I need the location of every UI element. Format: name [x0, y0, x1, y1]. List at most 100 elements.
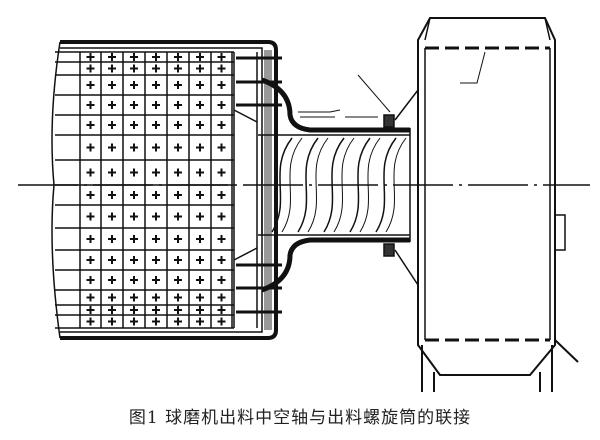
plus-mark: [130, 168, 138, 177]
connecting-chute: [383, 89, 419, 286]
plus-mark: [152, 168, 160, 177]
plus-mark: [217, 101, 226, 109]
plus-mark: [174, 306, 182, 314]
plus-mark: [217, 293, 226, 302]
plus-mark: [130, 64, 138, 73]
plus-mark: [108, 81, 116, 89]
plus-mark: [152, 81, 160, 89]
plus-mark: [217, 306, 226, 314]
plus-mark: [196, 81, 204, 89]
figure-caption: 图1 球磨机出料中空轴与出料螺旋筒的联接: [128, 408, 472, 428]
plus-mark: [152, 235, 160, 243]
plus-mark: [174, 293, 182, 302]
plus-mark: [130, 276, 138, 284]
plus-mark: [217, 276, 226, 284]
plus-mark: [108, 143, 116, 152]
plus-mark: [86, 235, 95, 243]
plus-mark: [152, 256, 160, 264]
plus-mark: [152, 53, 160, 61]
plus-mark: [196, 212, 204, 221]
plus-mark: [152, 191, 160, 199]
plus-mark: [196, 191, 204, 199]
plus-mark: [196, 121, 204, 129]
plus-mark: [86, 143, 95, 152]
plus-mark: [86, 53, 95, 61]
plus-mark: [196, 256, 204, 264]
plus-mark: [217, 235, 226, 243]
plus-mark: [196, 317, 204, 326]
plus-mark: [86, 293, 95, 302]
plus-mark: [152, 317, 160, 326]
plus-mark: [174, 143, 182, 152]
plus-mark: [130, 317, 138, 326]
mill-shell: [51, 40, 278, 340]
plus-mark: [174, 317, 182, 326]
plus-mark: [174, 53, 182, 61]
plus-mark: [217, 64, 226, 73]
plus-mark: [196, 168, 204, 177]
plus-mark: [108, 317, 116, 326]
plus-mark: [152, 212, 160, 221]
plus-mark: [86, 101, 95, 109]
plus-mark: [108, 306, 116, 314]
plus-mark: [108, 191, 116, 199]
plus-mark: [174, 81, 182, 89]
plus-mark: [196, 101, 204, 109]
plus-mark: [130, 143, 138, 152]
plus-mark: [86, 81, 95, 89]
plus-mark: [108, 101, 116, 109]
plus-mark: [217, 81, 226, 89]
plus-mark: [174, 191, 182, 199]
plus-mark: [130, 53, 138, 61]
plus-mark: [196, 64, 204, 73]
liner-grid: [55, 51, 234, 329]
plus-mark: [86, 191, 95, 199]
plus-mark: [86, 212, 95, 221]
plus-mark: [196, 276, 204, 284]
plus-mark: [108, 293, 116, 302]
plus-mark: [152, 276, 160, 284]
plus-mark: [174, 235, 182, 243]
discharge-vessel: [417, 17, 579, 392]
plus-mark: [174, 168, 182, 177]
plus-mark: [86, 317, 95, 326]
plus-mark: [130, 101, 138, 109]
plus-mark: [152, 64, 160, 73]
plus-mark: [86, 276, 95, 284]
plus-mark: [86, 64, 95, 73]
plus-mark: [108, 64, 116, 73]
plus-mark: [174, 64, 182, 73]
plus-mark: [217, 191, 226, 199]
plus-mark: [108, 235, 116, 243]
plus-mark: [217, 256, 226, 264]
screw-flight: [297, 137, 319, 233]
plus-mark: [174, 276, 182, 284]
plus-mark: [130, 191, 138, 199]
plus-mark: [152, 306, 160, 314]
plus-mark: [108, 276, 116, 284]
plus-mark: [217, 168, 226, 177]
plus-mark: [152, 143, 160, 152]
plus-mark: [86, 121, 95, 129]
plus-mark: [196, 235, 204, 243]
plus-mark: [174, 121, 182, 129]
plus-mark: [108, 168, 116, 177]
plus-mark: [217, 317, 226, 326]
plus-mark: [130, 235, 138, 243]
plus-mark: [108, 121, 116, 129]
plus-mark: [108, 53, 116, 61]
plus-mark: [130, 256, 138, 264]
plus-mark: [152, 293, 160, 302]
plus-mark: [130, 293, 138, 302]
plus-mark: [196, 306, 204, 314]
screw-flight: [307, 137, 329, 233]
plus-mark: [86, 306, 95, 314]
plus-mark: [174, 101, 182, 109]
plus-mark: [130, 121, 138, 129]
plus-mark: [196, 293, 204, 302]
plus-mark: [217, 143, 226, 152]
plus-mark: [217, 53, 226, 61]
plus-mark: [196, 53, 204, 61]
